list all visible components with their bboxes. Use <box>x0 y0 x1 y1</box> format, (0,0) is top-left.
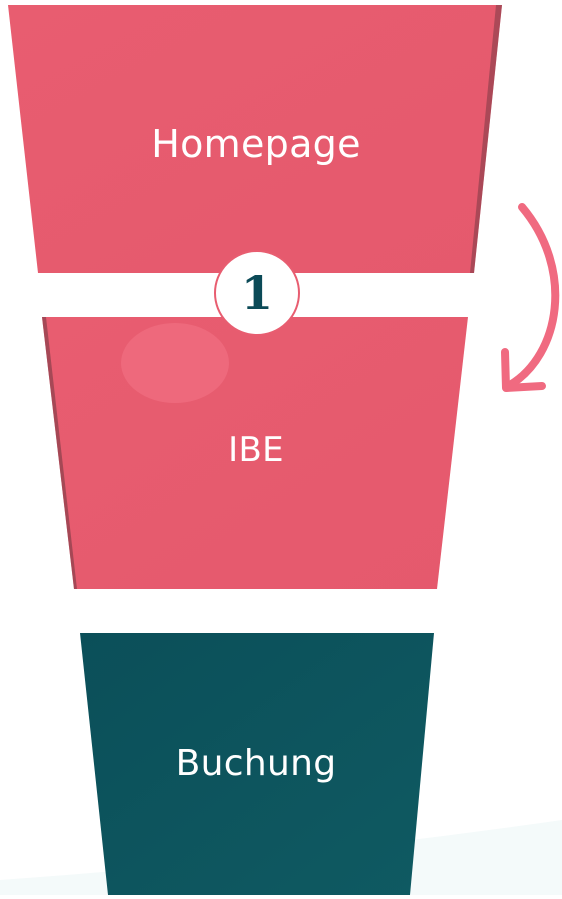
step-number-badge: 1 <box>214 250 300 336</box>
stage-label-buchung: Buchung <box>0 743 512 784</box>
stage-label-homepage: Homepage <box>0 122 512 166</box>
stage-label-ibe: IBE <box>0 430 512 470</box>
curved-arrow-icon <box>510 207 555 385</box>
lamp-decor <box>121 323 229 403</box>
